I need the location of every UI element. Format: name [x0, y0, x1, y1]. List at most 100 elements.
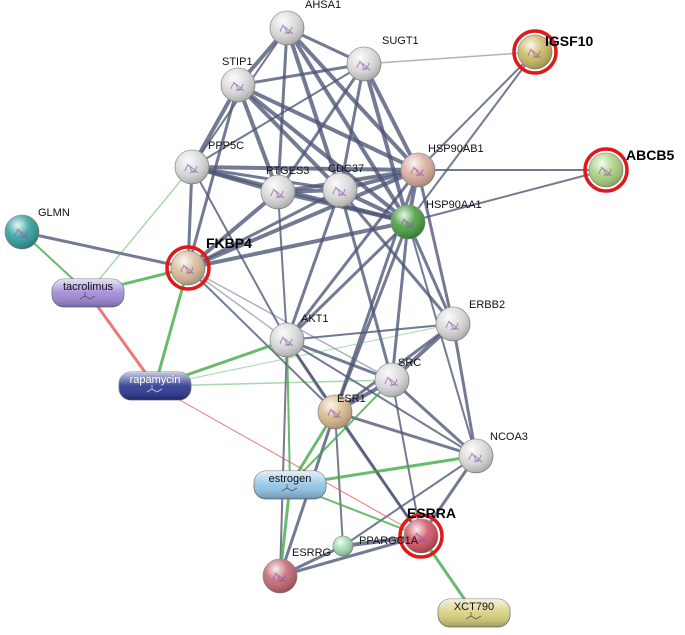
edge-esr1-ncoa3	[333, 410, 478, 458]
edge-stip1-cdc37	[236, 83, 342, 192]
protein-structure-icon	[410, 166, 425, 177]
edge-rapamycin-src	[154, 379, 393, 387]
edge-esrra-esrrg	[278, 534, 423, 578]
node-stip1-gloss	[221, 68, 255, 102]
chemical-xct790[interactable]: XCT790	[437, 598, 511, 628]
node-label-stip1: STIP1	[222, 56, 253, 68]
node-fkbp4-gloss	[171, 251, 205, 285]
protein-structure-icon	[230, 81, 245, 92]
node-igsf10[interactable]: IGSF10	[512, 29, 593, 75]
node-sugt1[interactable]: SUGT1	[346, 35, 419, 82]
node-label-esrrg: ESRRG	[292, 547, 331, 559]
node-label-sugt1: SUGT1	[382, 35, 419, 47]
node-hsp90ab1-gloss	[401, 153, 435, 187]
edge-hsp90aa1-abcb5	[407, 169, 607, 223]
highlight-ring-igsf10	[512, 29, 558, 75]
node-ppargc1a-gloss	[333, 536, 353, 556]
node-label-cdc37: CDC37	[328, 163, 364, 175]
protein-structure-icon	[279, 336, 294, 347]
highlight-ring-fkbp4	[165, 245, 211, 291]
node-label-igsf10: IGSF10	[545, 33, 593, 49]
node-label-esr1: ESR1	[337, 393, 366, 405]
chemical-xct790-gloss	[438, 599, 510, 627]
edge-sugt1-hsp90ab1	[362, 62, 420, 172]
node-akt1-gloss	[270, 323, 304, 357]
edge-stip1-ptges3	[236, 83, 280, 194]
edge-cdc37-akt1	[285, 188, 342, 342]
node-esrra-gloss	[404, 519, 438, 553]
node-src[interactable]: SRC	[374, 357, 421, 398]
edge-cdc37-erbb2	[338, 188, 455, 326]
edge-akt1-ncoa3	[286, 339, 477, 457]
node-label-src: SRC	[398, 357, 421, 369]
node-hsp90aa1[interactable]: HSP90AA1	[390, 199, 482, 240]
edge-sugt1-hsp90aa1	[362, 62, 410, 224]
chemical-estrogen-gloss	[254, 471, 326, 499]
protein-structure-icon	[527, 48, 542, 59]
node-ahsa1-gloss	[270, 11, 304, 45]
chemical-estrogen[interactable]: estrogen	[253, 470, 327, 500]
node-ptges3[interactable]: PTGES3	[260, 165, 309, 210]
node-ahsa1[interactable]: AHSA1	[269, 0, 341, 46]
molecule-structure-icon	[281, 484, 298, 492]
protein-structure-icon	[14, 228, 29, 239]
node-label-glmn: GLMN	[38, 207, 70, 219]
edge-ptges3-akt1	[277, 191, 288, 341]
node-ppargc1a[interactable]: PPARGC1A	[332, 535, 419, 557]
edge-esr1-ppargc1a	[334, 411, 344, 547]
edge-layer	[20, 26, 607, 615]
protein-structure-icon	[598, 166, 613, 177]
edge-glmn-fkbp4	[20, 230, 190, 270]
node-ncoa3-gloss	[459, 439, 493, 473]
node-erbb2[interactable]: ERBB2	[435, 299, 505, 342]
node-label-fkbp4: FKBP4	[206, 235, 252, 251]
edge-cdc37-src	[338, 188, 394, 382]
node-label-abcb5: ABCB5	[626, 147, 674, 163]
protein-structure-icon	[327, 408, 342, 419]
protein-structure-icon	[279, 24, 294, 35]
chemical-rapamycin[interactable]: rapamycin	[118, 371, 192, 401]
node-cdc37[interactable]: CDC37	[322, 163, 364, 208]
node-ncoa3[interactable]: NCOA3	[458, 431, 528, 474]
protein-structure-icon	[180, 264, 195, 275]
edge-esr1-esrra	[333, 410, 423, 538]
edge-ncoa3-ppargc1a	[342, 455, 477, 547]
node-cdc37-gloss	[323, 173, 357, 207]
edge-cdc37-fkbp4	[186, 188, 342, 270]
node-glmn[interactable]: GLMN	[4, 207, 70, 250]
node-ppp5c[interactable]: PPP5C	[174, 140, 244, 185]
node-ptges3-gloss	[261, 175, 295, 209]
node-sugt1-gloss	[347, 47, 381, 81]
node-igsf10-gloss	[518, 35, 552, 69]
node-esr1[interactable]: ESR1	[317, 393, 366, 430]
node-label-esrra: ESRRA	[407, 505, 456, 521]
edge-tacrolimus-ppp5c	[87, 166, 193, 294]
edge-rapamycin-erbb2	[154, 323, 454, 387]
node-label-akt1: AKT1	[301, 313, 329, 325]
edge-estrogen-akt1	[286, 339, 291, 486]
edge-stip1-hsp90ab1	[236, 83, 420, 172]
node-akt1[interactable]: AKT1	[269, 313, 329, 358]
edge-hsp90ab1-fkbp4	[186, 168, 420, 270]
protein-structure-icon	[384, 376, 399, 387]
node-esrra[interactable]: ESRRA	[398, 505, 456, 559]
molecule-structure-icon	[465, 612, 482, 620]
node-abcb5[interactable]: ABCB5	[583, 147, 674, 193]
edge-hsp90ab1-erbb2	[416, 168, 455, 326]
edge-tacrolimus-rapamycin	[86, 291, 157, 388]
node-hsp90ab1[interactable]: HSP90AB1	[400, 143, 484, 188]
edge-ppp5c-akt1	[191, 166, 288, 341]
node-esrrg[interactable]: ESRRG	[262, 547, 331, 594]
chemical-tacrolimus[interactable]: tacrolimus	[51, 278, 125, 308]
protein-structure-icon	[184, 163, 199, 174]
chemical-tacrolimus-gloss	[52, 279, 124, 307]
node-fkbp4[interactable]: FKBP4	[165, 235, 252, 291]
protein-structure-icon	[270, 188, 285, 199]
edge-hsp90aa1-src	[390, 220, 410, 382]
edge-fkbp4-akt1	[187, 267, 288, 341]
edge-rapamycin-fkbp4	[153, 266, 190, 388]
edge-ppp5c-hsp90ab1	[190, 165, 420, 172]
edge-hsp90aa1-akt1	[285, 220, 410, 342]
node-stip1[interactable]: STIP1	[220, 56, 256, 103]
node-ppp5c-gloss	[175, 150, 209, 184]
